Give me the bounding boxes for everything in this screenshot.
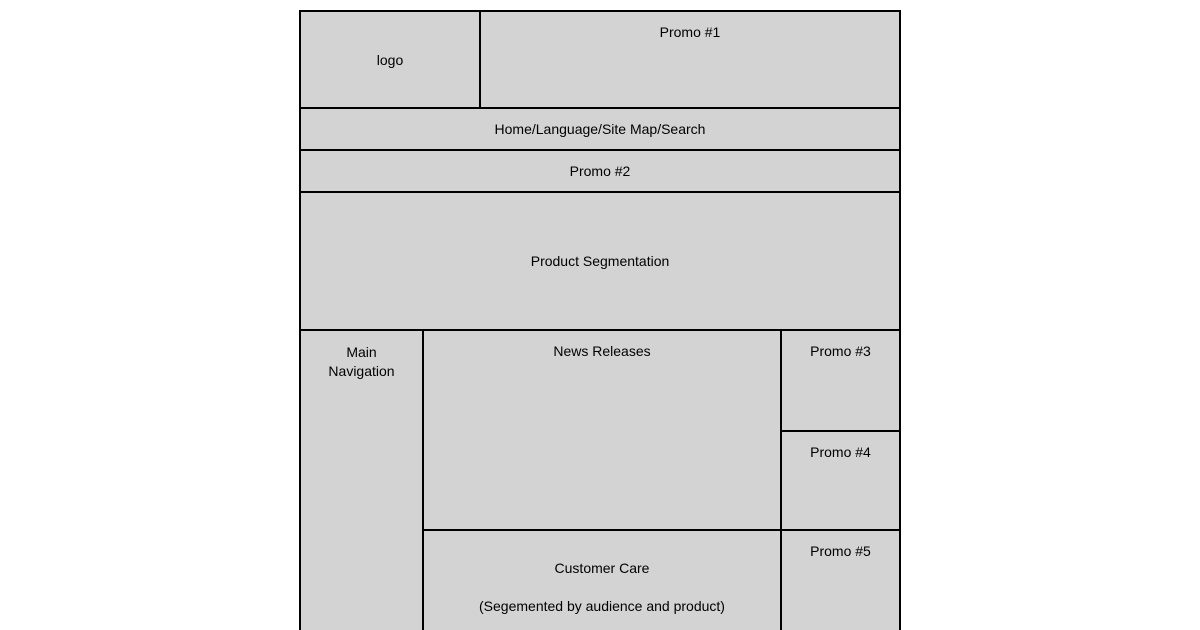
promo2-block: Promo #2 bbox=[301, 151, 899, 191]
utility-bar-label: Home/Language/Site Map/Search bbox=[494, 121, 706, 137]
bottom-section: Main Navigation News Releases Customer C… bbox=[301, 331, 899, 630]
customer-care-subtitle: (Segemented by audience and product) bbox=[479, 598, 725, 614]
main-navigation-block: Main Navigation bbox=[301, 331, 422, 630]
header-row: logo Promo #1 bbox=[301, 12, 899, 107]
promo3-block: Promo #3 bbox=[782, 331, 899, 430]
product-segmentation-label: Product Segmentation bbox=[530, 253, 670, 269]
center-column: News Releases Customer Care (Segemented … bbox=[424, 331, 780, 630]
promo5-label: Promo #5 bbox=[810, 543, 871, 559]
customer-care-block: Customer Care (Segemented by audience an… bbox=[424, 531, 780, 630]
right-promo-column: Promo #3 Promo #4 Promo #5 bbox=[782, 331, 899, 630]
product-segmentation-block: Product Segmentation bbox=[301, 193, 899, 329]
promo2-label: Promo #2 bbox=[569, 163, 631, 179]
promo1-label: Promo #1 bbox=[659, 24, 721, 40]
logo-label: logo bbox=[376, 51, 404, 68]
promo4-label: Promo #4 bbox=[810, 444, 871, 460]
customer-care-title: Customer Care bbox=[554, 560, 650, 576]
news-releases-block: News Releases bbox=[424, 331, 780, 529]
promo5-block: Promo #5 bbox=[782, 531, 899, 630]
promo3-label: Promo #3 bbox=[810, 343, 871, 359]
news-releases-label: News Releases bbox=[553, 343, 651, 359]
page-layout-wireframe: logo Promo #1 Home/Language/Site Map/Sea… bbox=[299, 10, 901, 630]
utility-bar-block: Home/Language/Site Map/Search bbox=[301, 109, 899, 149]
promo4-block: Promo #4 bbox=[782, 432, 899, 529]
logo-block: logo bbox=[301, 12, 479, 107]
promo1-block: Promo #1 bbox=[481, 12, 899, 107]
main-navigation-label: Main Navigation bbox=[328, 344, 395, 379]
